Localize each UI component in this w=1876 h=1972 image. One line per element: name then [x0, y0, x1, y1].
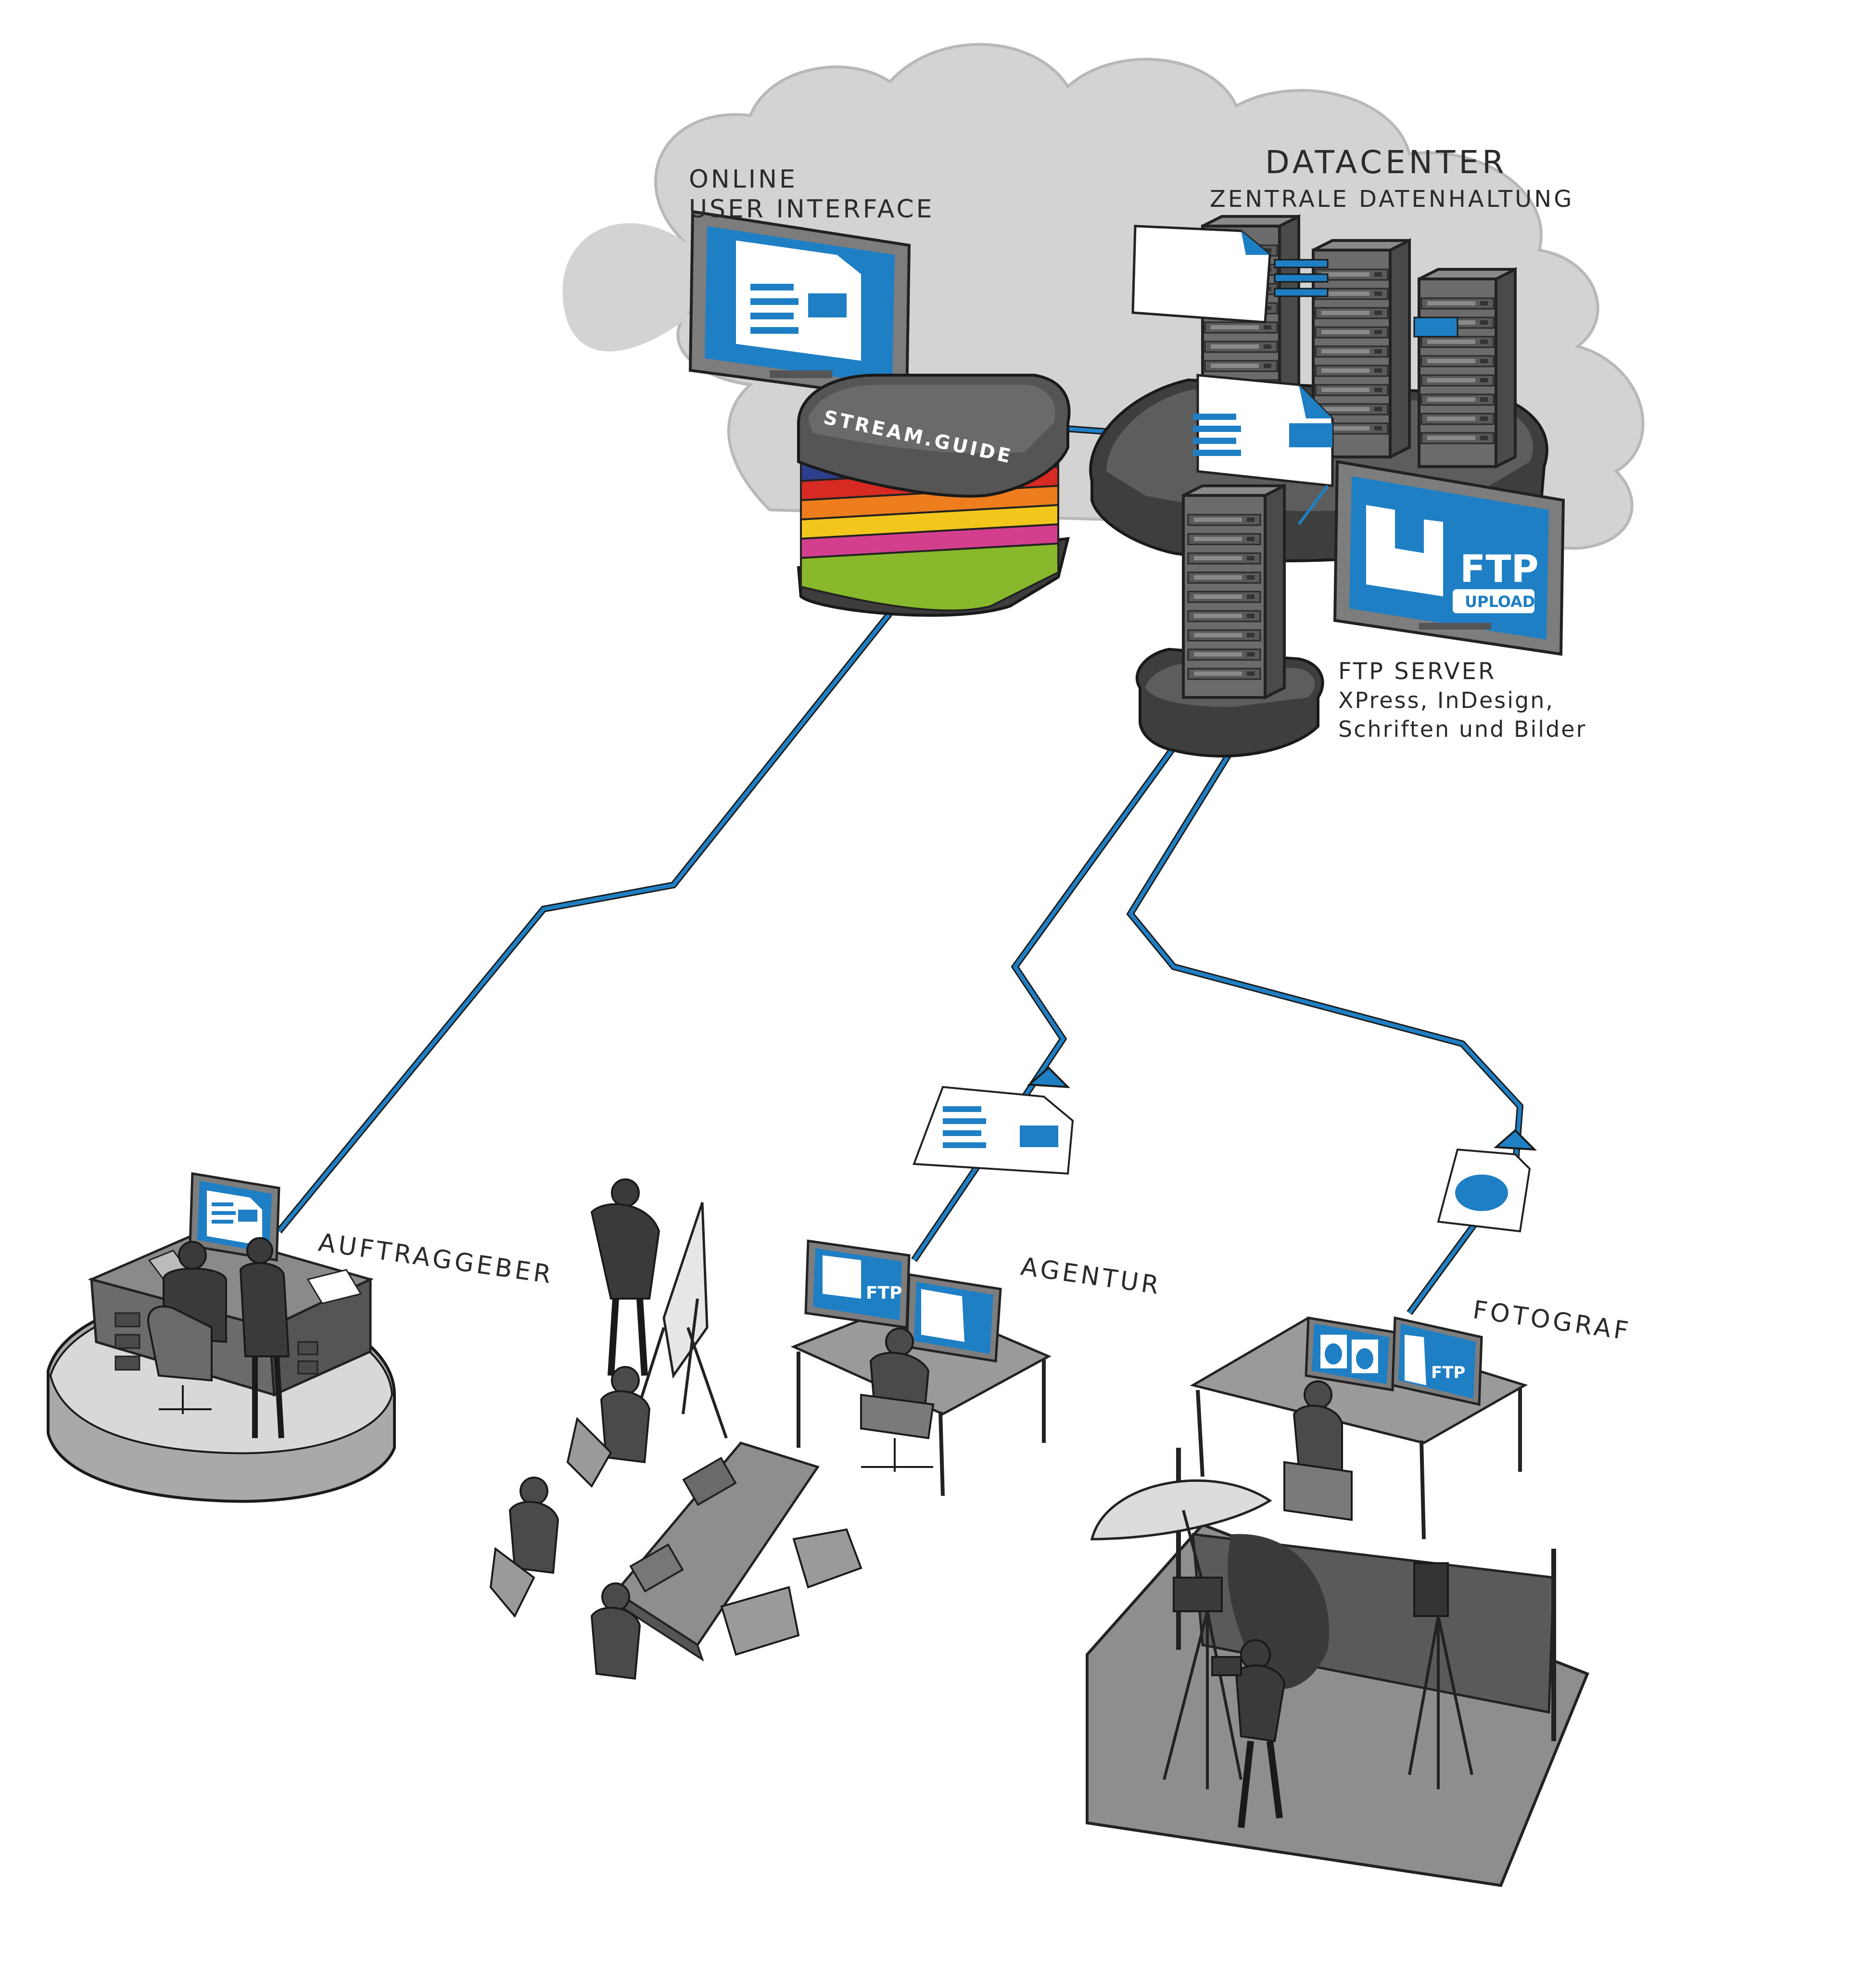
online-ui-monitor-icon: [688, 210, 911, 401]
people-icon: [590, 1178, 660, 1376]
image-document-icon: [1437, 1129, 1537, 1233]
ftp-badge-text: FTP: [1460, 548, 1539, 591]
fotograf-studio-icon: FTP: [1086, 1316, 1589, 1887]
camera-icon: [1211, 1639, 1286, 1828]
meeting-scene-icon: [489, 1178, 862, 1680]
flipchart-icon: [629, 1202, 728, 1439]
ftp-server-label-line3: Schriften und Bilder: [1338, 716, 1587, 742]
fotograf-ftp-text: FTP: [1431, 1363, 1465, 1382]
online-ui-label-line2: USER INTERFACE: [689, 195, 935, 224]
ftp-server-label-line1: FTP SERVER: [1338, 658, 1496, 685]
datacenter-title: DATACENTER: [1265, 144, 1508, 181]
fotograf-label: FOTOGRAF: [1471, 1295, 1633, 1346]
agentur-office-icon: FTP: [790, 1239, 1052, 1496]
agentur-ftp-text: FTP: [866, 1283, 902, 1303]
ftp-server-label-line2: XPress, InDesign,: [1338, 687, 1554, 713]
people-icon: [147, 1237, 290, 1439]
people-icon: [1283, 1380, 1353, 1521]
stream-guide-stack-icon: STREAM.GUIDE: [797, 374, 1071, 617]
upload-badge-text: UPLOAD: [1465, 593, 1535, 611]
auftraggeber-office-icon: [47, 1172, 396, 1503]
ftp-upload-monitor-icon: FTP UPLOAD: [1333, 460, 1565, 656]
datacenter-subtitle: ZENTRALE DATENHALTUNG: [1210, 186, 1574, 213]
online-ui-label-line1: ONLINE: [689, 165, 798, 194]
agentur-label: AGENTUR: [1019, 1252, 1163, 1300]
ftp-server-rack-icon: [1135, 483, 1329, 758]
umbrella-light-icon: [1090, 1479, 1272, 1612]
document-icon: [1193, 374, 1334, 487]
people-icon: [860, 1327, 935, 1472]
document-icon: [1131, 225, 1271, 324]
upload-document-icon: [913, 1066, 1074, 1175]
